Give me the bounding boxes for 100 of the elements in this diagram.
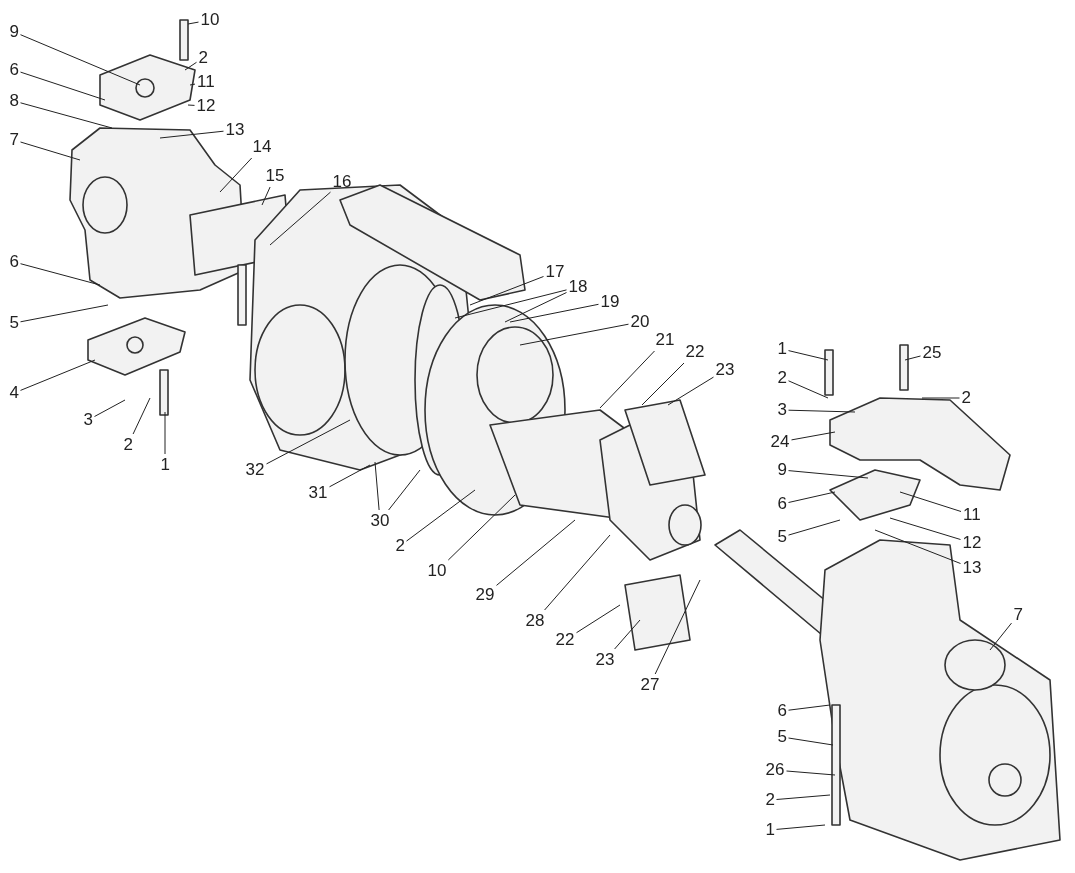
callout-number: 7 bbox=[1013, 605, 1023, 625]
leader-line bbox=[788, 470, 869, 479]
callout-number: 2 bbox=[395, 536, 405, 556]
callout-number: 2 bbox=[777, 368, 787, 388]
leader-line bbox=[20, 359, 96, 391]
callout-number: 23 bbox=[595, 650, 615, 670]
callout-number: 6 bbox=[9, 252, 19, 272]
callout-number: 7 bbox=[9, 130, 19, 150]
callout-number: 6 bbox=[9, 60, 19, 80]
callout-number: 30 bbox=[370, 511, 390, 531]
leader-line bbox=[641, 362, 685, 406]
leader-line bbox=[544, 534, 611, 611]
leader-line bbox=[187, 104, 195, 106]
callout-number: 1 bbox=[160, 455, 170, 475]
callout-number: 13 bbox=[225, 120, 245, 140]
callout-number: 18 bbox=[568, 277, 588, 297]
leader-line bbox=[187, 21, 199, 25]
callout-number: 9 bbox=[777, 460, 787, 480]
callout-number: 8 bbox=[9, 91, 19, 111]
callout-number: 15 bbox=[265, 166, 285, 186]
callout-number: 10 bbox=[427, 561, 447, 581]
leader-line bbox=[989, 622, 1012, 651]
leader-line bbox=[576, 604, 621, 634]
callout-number: 32 bbox=[245, 460, 265, 480]
callout-number: 1 bbox=[765, 820, 775, 840]
leader-line bbox=[20, 102, 113, 129]
callout-number: 2 bbox=[198, 48, 208, 68]
callout-number: 2 bbox=[123, 435, 133, 455]
callout-number: 5 bbox=[777, 527, 787, 547]
leader-line bbox=[654, 579, 701, 675]
callout-number: 6 bbox=[777, 494, 787, 514]
callout-number: 14 bbox=[252, 137, 272, 157]
leader-line bbox=[94, 399, 126, 417]
leader-line bbox=[189, 83, 196, 86]
callout-number: 6 bbox=[777, 701, 787, 721]
leader-line bbox=[786, 770, 836, 776]
leader-line bbox=[889, 517, 961, 540]
leader-line bbox=[447, 494, 516, 561]
leader-line bbox=[266, 419, 351, 465]
callout-number: 21 bbox=[655, 330, 675, 350]
leader-line bbox=[667, 376, 714, 406]
callout-number: 19 bbox=[600, 292, 620, 312]
callout-number: 3 bbox=[777, 400, 787, 420]
callout-number: 16 bbox=[332, 172, 352, 192]
callout-number: 29 bbox=[475, 585, 495, 605]
leader-line bbox=[504, 292, 567, 323]
callout-number: 5 bbox=[777, 727, 787, 747]
leader-line bbox=[788, 519, 841, 536]
leader-line bbox=[788, 491, 836, 503]
leader-line bbox=[20, 304, 109, 323]
leader-line bbox=[519, 323, 629, 346]
callout-number: 27 bbox=[640, 675, 660, 695]
callout-number: 22 bbox=[555, 630, 575, 650]
leader-line bbox=[261, 186, 271, 206]
leader-line bbox=[496, 519, 576, 586]
callout-number: 13 bbox=[962, 558, 982, 578]
leader-line bbox=[20, 34, 141, 86]
callout-number: 1 bbox=[777, 339, 787, 359]
callout-number: 31 bbox=[308, 483, 328, 503]
leader-line bbox=[904, 355, 921, 361]
callout-number: 28 bbox=[525, 611, 545, 631]
leader-line bbox=[469, 276, 544, 306]
leader-line bbox=[788, 380, 829, 399]
leader-line bbox=[406, 489, 476, 542]
callout-number: 12 bbox=[196, 96, 216, 116]
callout-number: 2 bbox=[961, 388, 971, 408]
leader-line bbox=[184, 61, 197, 71]
leader-line bbox=[20, 263, 101, 286]
callout-number: 10 bbox=[200, 10, 220, 30]
callout-number: 5 bbox=[9, 313, 19, 333]
callout-number: 25 bbox=[922, 343, 942, 363]
callout-number: 17 bbox=[545, 262, 565, 282]
leader-line bbox=[899, 491, 962, 512]
leader-line bbox=[921, 397, 960, 399]
leader-line bbox=[20, 71, 106, 101]
callout-number: 3 bbox=[83, 410, 93, 430]
leader-line bbox=[599, 350, 655, 409]
callout-number: 11 bbox=[963, 505, 981, 525]
leader-line bbox=[132, 397, 151, 435]
leader-line bbox=[388, 469, 421, 511]
leader-line bbox=[329, 464, 371, 488]
leader-line bbox=[614, 619, 641, 650]
leader-line bbox=[219, 157, 253, 193]
leader-line bbox=[509, 303, 599, 323]
leader-line bbox=[454, 289, 567, 319]
leader-line bbox=[791, 431, 836, 441]
leader-line bbox=[776, 824, 826, 830]
leader-line bbox=[164, 411, 166, 455]
callout-number: 20 bbox=[630, 312, 650, 332]
leader-line bbox=[374, 461, 380, 511]
callout-number: 23 bbox=[715, 360, 735, 380]
leader-line bbox=[159, 130, 224, 139]
leader-line bbox=[20, 141, 81, 161]
leader-line bbox=[788, 409, 856, 413]
leader-line bbox=[776, 794, 831, 800]
callout-number: 9 bbox=[9, 22, 19, 42]
callout-number: 2 bbox=[765, 790, 775, 810]
leader-line bbox=[788, 737, 834, 746]
callout-number: 4 bbox=[9, 383, 19, 403]
leader-line bbox=[788, 704, 831, 711]
